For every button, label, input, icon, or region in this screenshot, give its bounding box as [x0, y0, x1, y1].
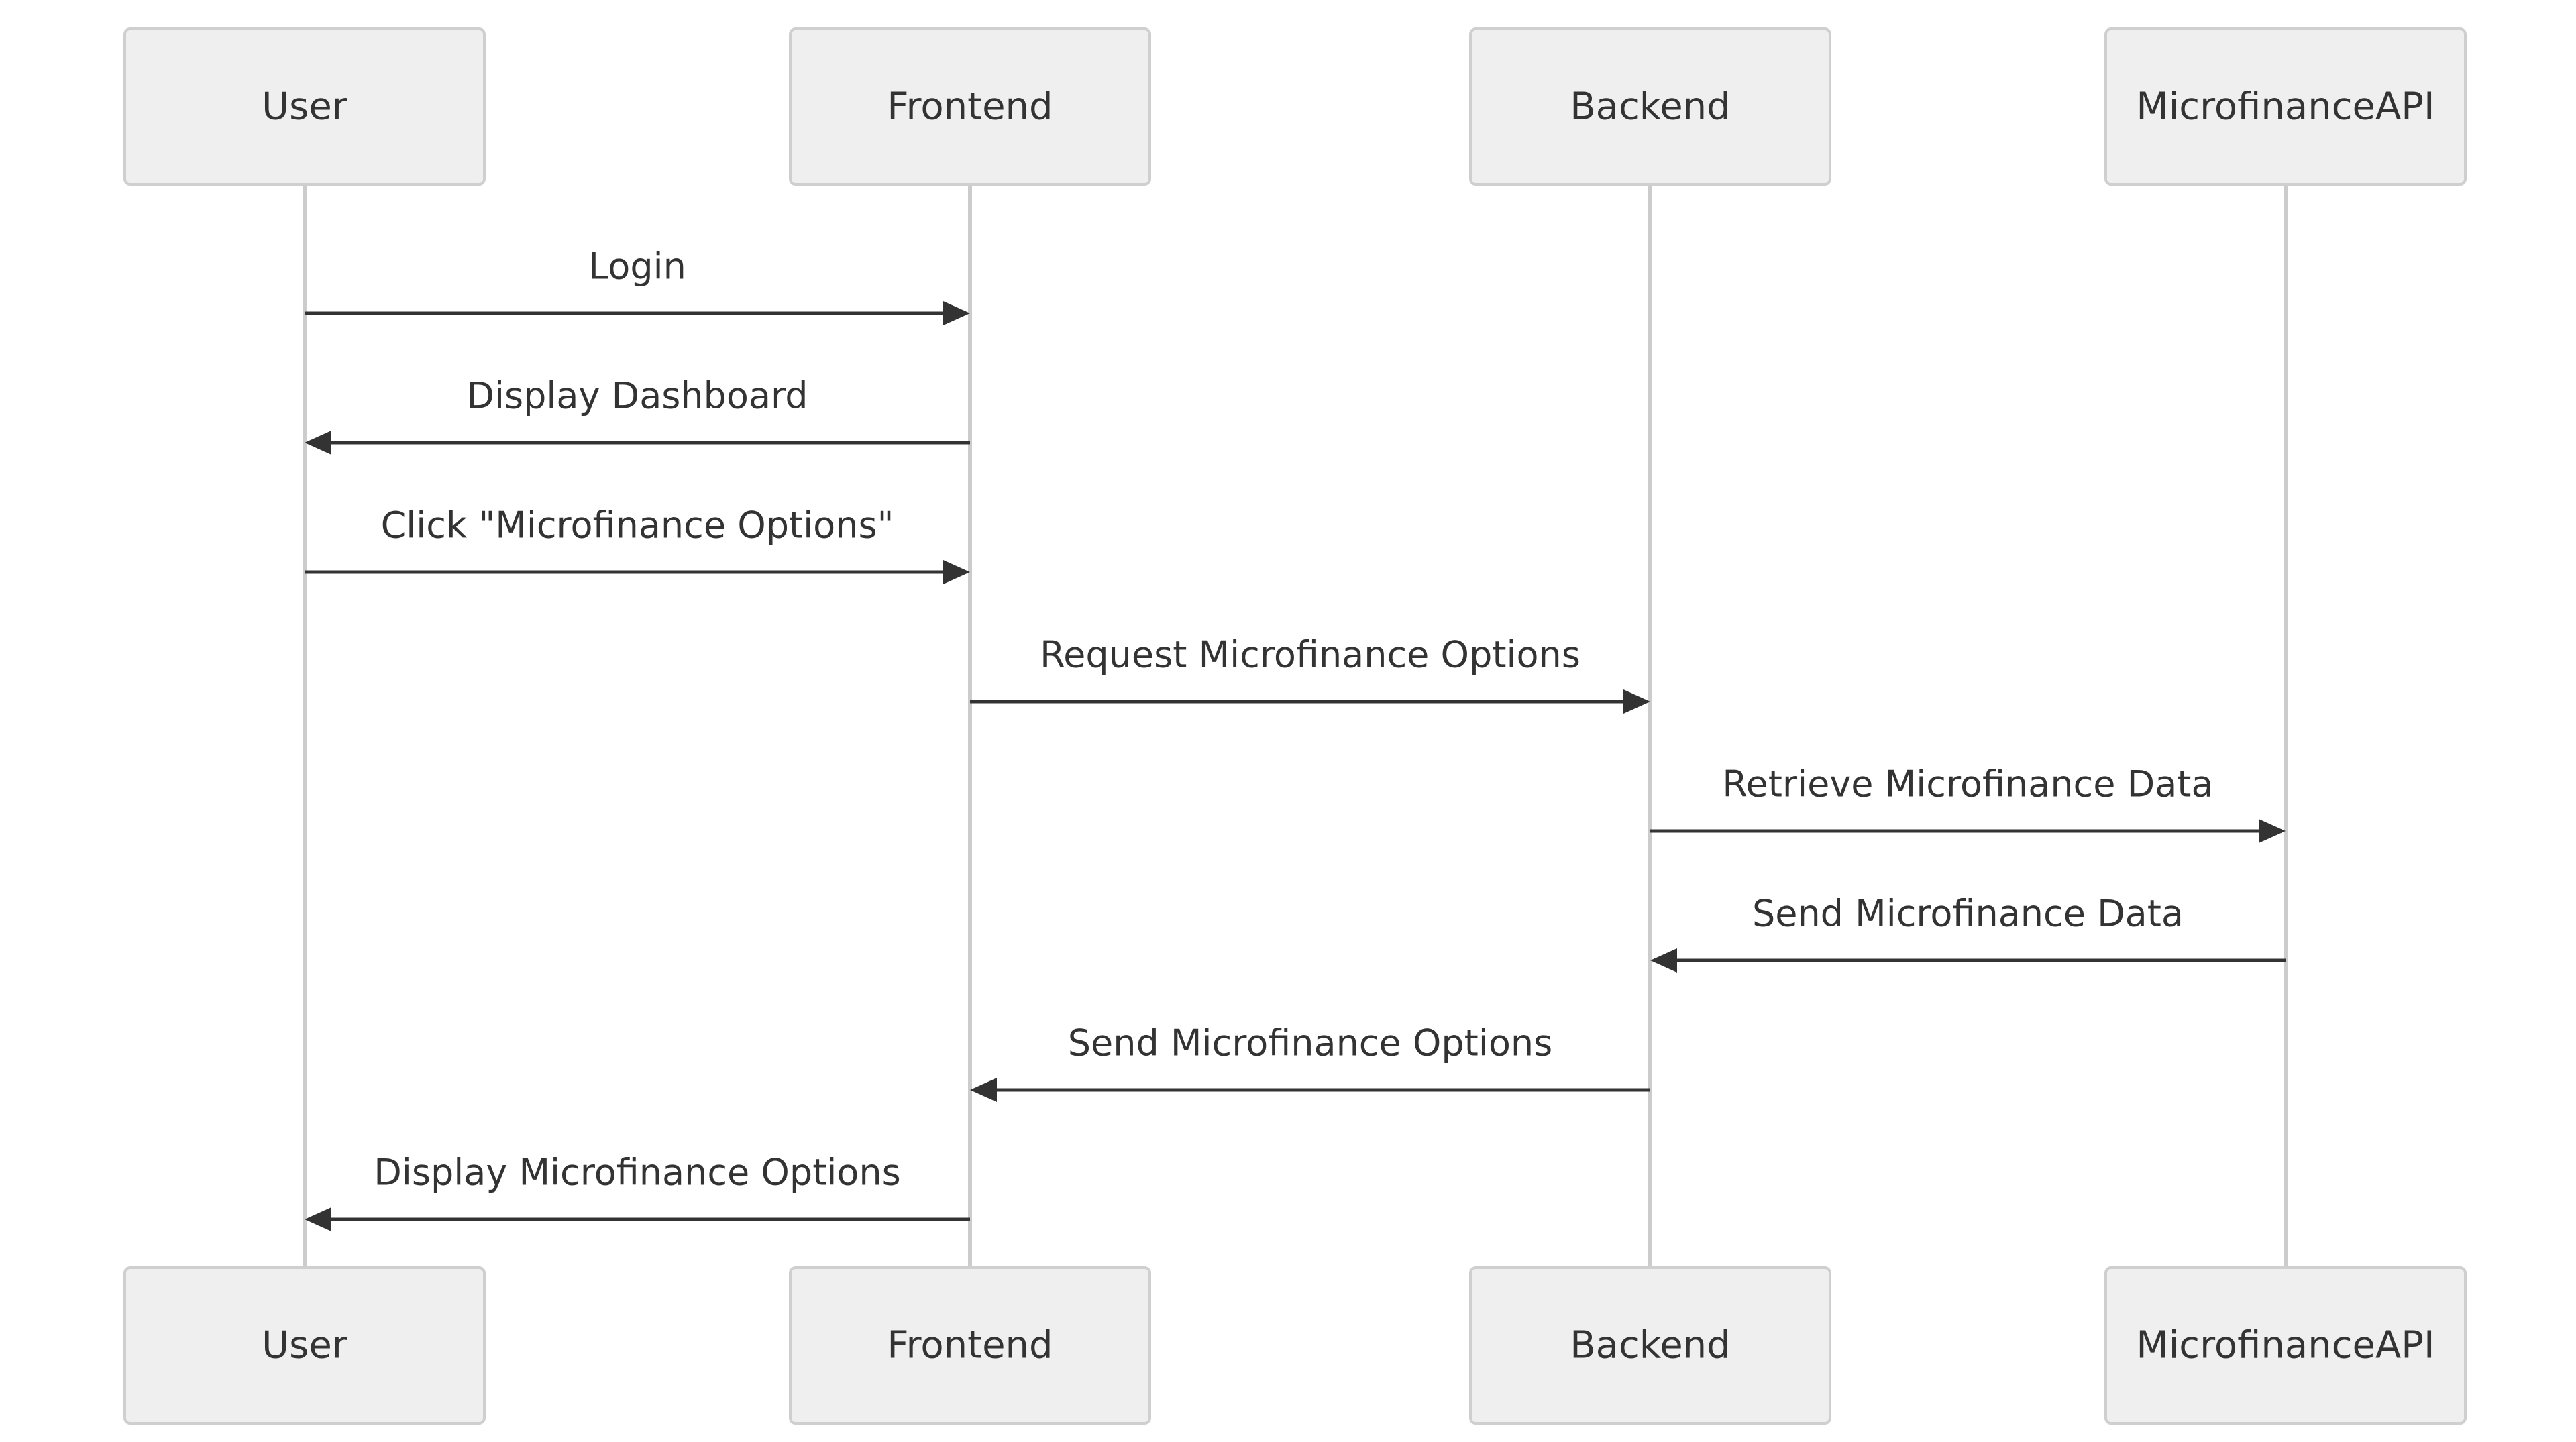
message-7: Send Microfinance Options — [970, 1022, 1650, 1102]
actor-box-api — [2104, 1266, 2467, 1425]
actor-label-user: User — [262, 85, 348, 129]
actor-box-backend — [1469, 27, 1831, 186]
arrowhead-icon — [1623, 689, 1650, 714]
actor-box-frontend — [789, 27, 1151, 186]
actor-label-frontend: Frontend — [887, 85, 1053, 129]
message-1: Login — [305, 245, 970, 325]
message-label: Display Microfinance Options — [374, 1152, 901, 1194]
message-label: Click "Microfinance Options" — [381, 504, 894, 547]
actor-label-backend: Backend — [1570, 85, 1730, 129]
actor-box-frontend — [789, 1266, 1151, 1425]
lifelines — [303, 184, 2288, 1268]
arrowhead-icon — [943, 301, 970, 325]
message-6: Send Microfinance Data — [1650, 893, 2286, 973]
actor-api-top: MicrofinanceAPI — [2104, 27, 2467, 186]
actor-box-api — [2104, 27, 2467, 186]
message-label: Retrieve Microfinance Data — [1722, 763, 2213, 806]
arrowhead-icon — [305, 431, 331, 455]
message-2: Display Dashboard — [305, 375, 970, 455]
actor-api-bottom: MicrofinanceAPI — [2104, 1266, 2467, 1425]
message-label: Request Microfinance Options — [1040, 634, 1580, 676]
message-8: Display Microfinance Options — [305, 1152, 970, 1231]
actor-frontend-top: Frontend — [789, 27, 1151, 186]
arrowhead-icon — [305, 1207, 331, 1231]
actor-backend-top: Backend — [1469, 27, 1831, 186]
actor-label-frontend: Frontend — [887, 1324, 1053, 1368]
actors-bottom: User Frontend Backend MicrofinanceAPI — [123, 1266, 2467, 1425]
message-4: Request Microfinance Options — [970, 634, 1650, 714]
message-label: Send Microfinance Data — [1752, 893, 2184, 935]
arrowhead-icon — [970, 1078, 997, 1102]
actor-user-top: User — [123, 27, 486, 186]
message-label: Display Dashboard — [466, 375, 808, 417]
actor-label-api: MicrofinanceAPI — [2136, 85, 2434, 129]
actor-box-user — [123, 1266, 486, 1425]
actor-label-user: User — [262, 1324, 348, 1368]
arrowhead-icon — [1650, 948, 1677, 973]
message-label: Login — [588, 245, 686, 288]
actor-user-bottom: User — [123, 1266, 486, 1425]
actor-label-api: MicrofinanceAPI — [2136, 1324, 2434, 1368]
actor-label-backend: Backend — [1570, 1324, 1730, 1368]
actor-backend-bottom: Backend — [1469, 1266, 1831, 1425]
actor-frontend-bottom: Frontend — [789, 1266, 1151, 1425]
message-3: Click "Microfinance Options" — [305, 504, 970, 584]
message-5: Retrieve Microfinance Data — [1650, 763, 2286, 843]
arrowhead-icon — [2259, 819, 2286, 843]
actors-top: User Frontend Backend MicrofinanceAPI — [123, 27, 2467, 186]
actor-box-backend — [1469, 1266, 1831, 1425]
message-label: Send Microfinance Options — [1068, 1022, 1553, 1064]
arrowhead-icon — [943, 560, 970, 584]
actor-box-user — [123, 27, 486, 186]
